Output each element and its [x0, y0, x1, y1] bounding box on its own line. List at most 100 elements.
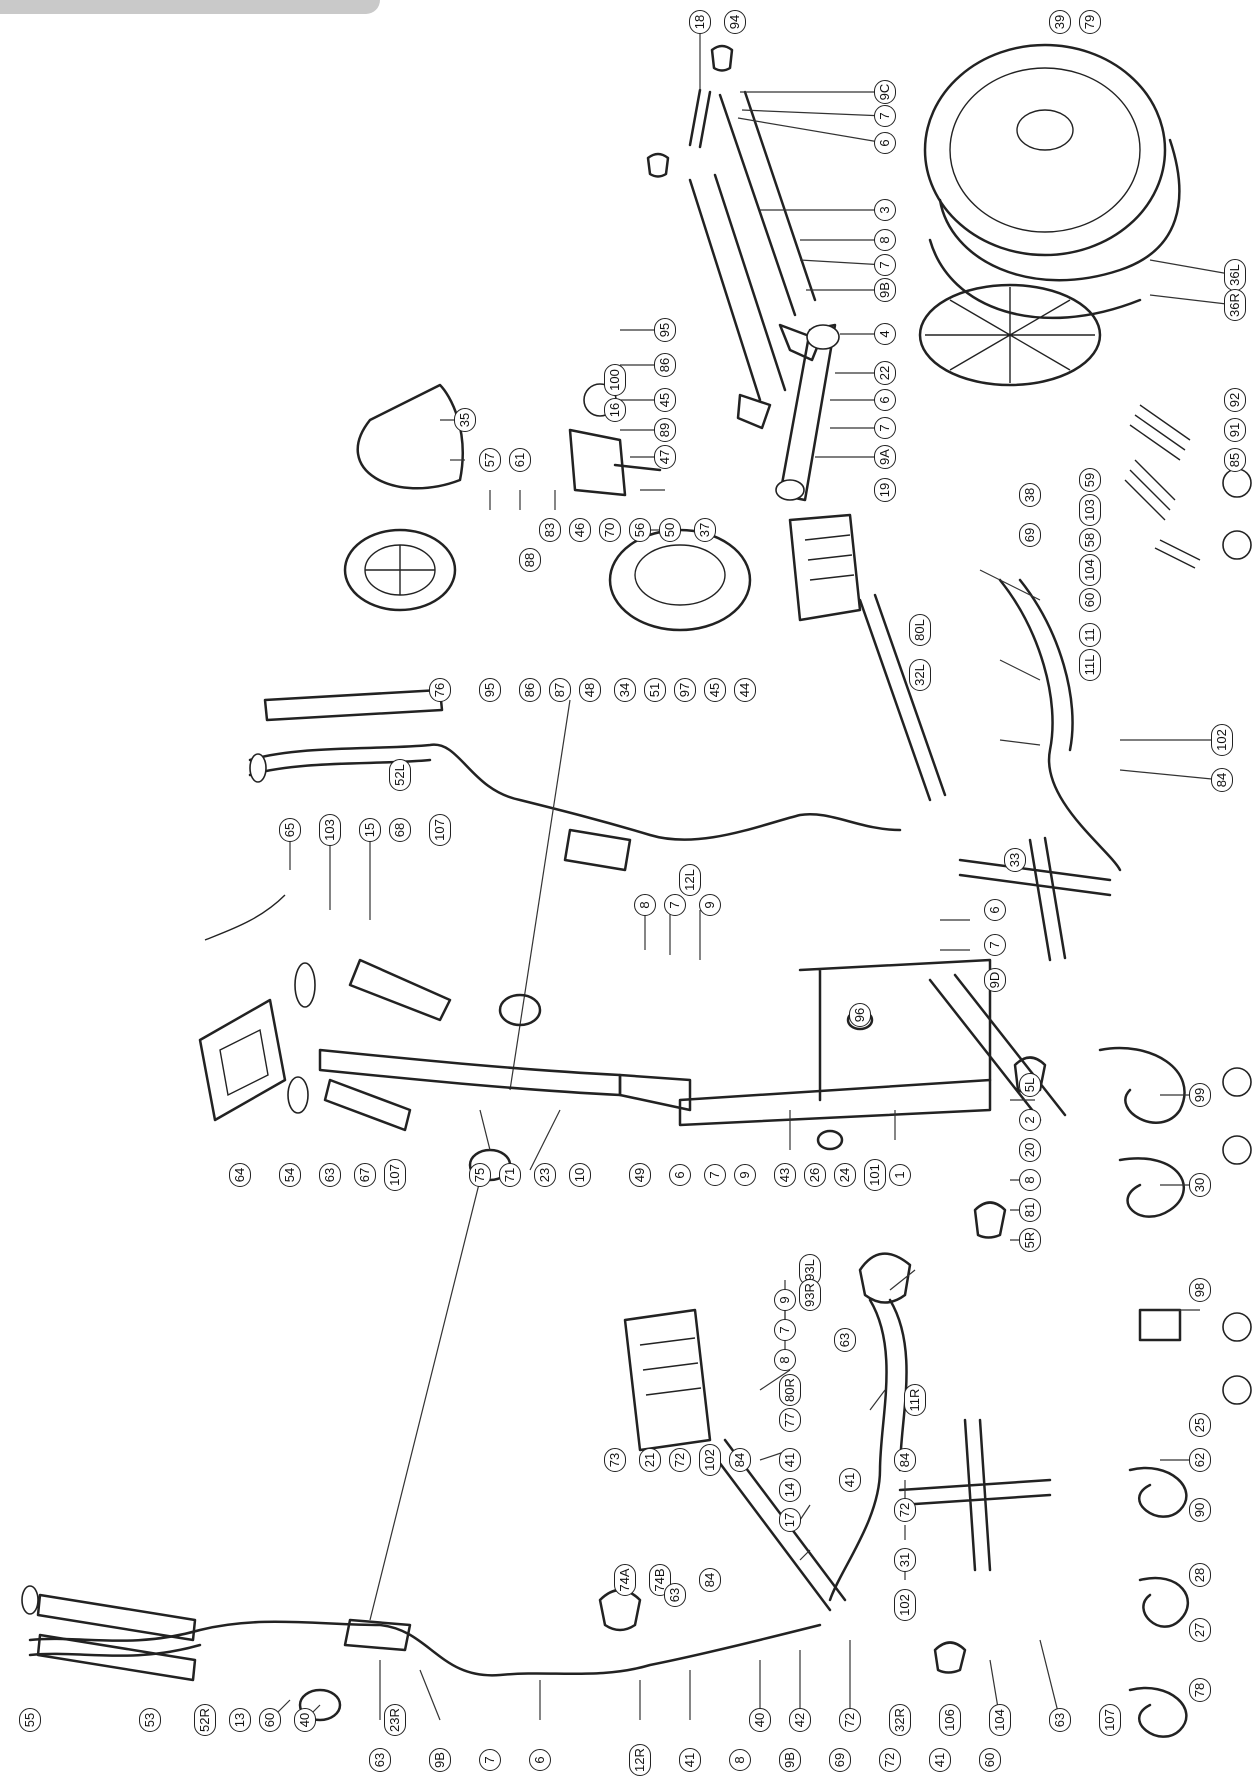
part-cable-99: [1098, 1046, 1186, 1124]
callout-label: 23: [534, 1163, 556, 1187]
callout-label: 98: [1189, 1278, 1211, 1302]
part-leg-11L: [998, 578, 1122, 872]
callout-label: 81: [1019, 1198, 1041, 1222]
part-handlebar-52L-b: [248, 758, 432, 777]
part-screw-group-92: [1129, 404, 1191, 461]
callout-label: 84: [729, 1448, 751, 1472]
callout-label: 7: [984, 934, 1006, 956]
part-cable-28: [1138, 1576, 1190, 1628]
callout-label: 41: [679, 1748, 701, 1772]
callout-label: 102: [699, 1444, 721, 1476]
callout-label: 10: [569, 1163, 591, 1187]
callout-label: 89: [654, 418, 676, 442]
part-blank-circle-4: [1222, 1312, 1252, 1342]
part-drawings: [21, 43, 1252, 1738]
callout-label: 8: [634, 894, 656, 916]
callout-label: 11R: [904, 1384, 926, 1416]
part-sensor-98: [1138, 1308, 1182, 1342]
callout-label: 21: [639, 1448, 661, 1472]
callout-label: 96: [849, 1003, 871, 1027]
part-handlebar-52R-b: [28, 1643, 202, 1658]
callout-label: 60: [979, 1748, 1001, 1772]
callout-label: 107: [384, 1159, 406, 1191]
part-idler-70: [568, 428, 627, 497]
callout-label: 77: [779, 1408, 801, 1432]
callout-label: 11: [1079, 623, 1101, 647]
callout-label: 6: [529, 1749, 551, 1771]
callout-label: 15: [359, 818, 381, 842]
callout-label: 1: [889, 1164, 911, 1186]
callout-label: 20: [1019, 1138, 1041, 1162]
part-screw-group-91: [1124, 459, 1176, 521]
callout-label: 54: [279, 1163, 301, 1187]
callout-label: 80L: [909, 614, 931, 646]
part-bushing-26: [816, 1129, 844, 1151]
callout-label: 99: [1189, 1083, 1211, 1107]
callout-label: 51: [644, 678, 666, 702]
part-end-cap-55: [21, 1585, 39, 1615]
part-blank-circle-3: [1222, 1067, 1252, 1097]
part-blank-circle-5: [1222, 1375, 1252, 1405]
callout-label: 78: [1189, 1678, 1211, 1702]
callout-label: 37: [694, 518, 716, 542]
part-flywheel-79: [923, 43, 1167, 257]
part-crossbar-lower: [898, 1418, 1052, 1572]
part-handlebar-52R: [28, 1620, 822, 1677]
callout-label: 45: [704, 678, 726, 702]
callout-label: 65: [279, 818, 301, 842]
callout-label: 72: [879, 1748, 901, 1772]
callout-label: 45: [654, 388, 676, 412]
callout-label: 61: [509, 448, 531, 472]
callout-label: 68: [389, 818, 411, 842]
callout-label: 63: [319, 1163, 341, 1187]
part-cable-62: [1128, 1466, 1188, 1518]
part-tube-3: [718, 90, 817, 317]
part-rail-2: [928, 973, 1067, 1122]
callout-label: 70: [599, 518, 621, 542]
callout-label: 101: [864, 1159, 886, 1191]
part-leg-11R-b: [888, 1298, 908, 1472]
callout-label: 16: [604, 398, 626, 422]
callout-label: 9: [774, 1289, 796, 1311]
part-belt-35: [356, 383, 464, 490]
part-screw-group-85: [1154, 539, 1201, 569]
callout-label: 97: [674, 678, 696, 702]
part-pedal-left-tread: [804, 534, 855, 581]
part-crossbar-33: [958, 836, 1112, 962]
callout-label: 41: [839, 1468, 861, 1492]
callout-label: 79: [1079, 10, 1101, 34]
part-flywheel-79-core: [1016, 109, 1074, 151]
part-main-frame-1: [678, 1078, 992, 1127]
callout-label: 9: [734, 1164, 756, 1186]
part-pivot-axle-lower: [369, 1179, 481, 1621]
callout-label: 58: [1079, 528, 1101, 552]
callout-label: 86: [519, 678, 541, 702]
callout-label: 33: [1004, 848, 1026, 872]
callout-label: 103: [319, 814, 341, 846]
part-fan-spokes: [925, 287, 1095, 383]
callout-label: 41: [929, 1748, 951, 1772]
callout-label: 14: [779, 1478, 801, 1502]
callout-label: 18: [689, 10, 711, 34]
callout-label: 35: [454, 408, 476, 432]
callout-label: 56: [629, 518, 651, 542]
callout-label: 19: [874, 478, 896, 502]
callout-label: 6: [874, 132, 896, 154]
part-mast-49: [618, 1073, 692, 1112]
part-leg-11L-b: [1018, 578, 1074, 752]
callout-label: 5R: [1019, 1228, 1041, 1252]
part-pedal-right-tread: [639, 1337, 702, 1396]
callout-label: 86: [654, 353, 676, 377]
callout-label: 84: [699, 1568, 721, 1592]
callout-label: 27: [1189, 1618, 1211, 1642]
part-console-64: [198, 998, 287, 1122]
callout-label: 87: [549, 678, 571, 702]
callout-label: 71: [499, 1163, 521, 1187]
part-shroud-36L: [938, 138, 1181, 282]
part-pulley-37-inner: [634, 544, 726, 606]
part-mount-74: [598, 1588, 642, 1632]
callout-label: 103: [1079, 494, 1101, 526]
callout-label: 8: [874, 229, 896, 251]
